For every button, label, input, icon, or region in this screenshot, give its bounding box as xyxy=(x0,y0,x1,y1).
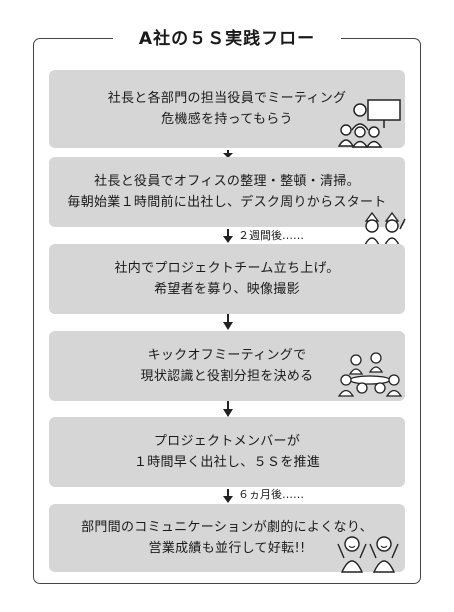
step-3-line-2: 希望者を募り、映像撮影 xyxy=(154,282,300,297)
note-six-months-later: ６ヵ月後…… xyxy=(238,488,304,501)
flow-step-3: 社内でプロジェクトチーム立ち上げ。 希望者を募り、映像撮影 xyxy=(49,244,405,314)
step-2-line-2: 毎朝始業１時間前に出社し、デスク周りからスタート xyxy=(67,195,387,210)
step-4-line-2: 現状認識と役割分担を決める xyxy=(140,369,314,384)
step-1-line-1: 社長と各部門の担当役員でミーティング xyxy=(107,91,347,106)
note-two-weeks-later: ２週間後…… xyxy=(238,229,304,242)
team-meeting-icon xyxy=(337,352,404,402)
step-6-line-1: 部門間のコミュニケーションが劇的によくなり、 xyxy=(81,520,373,535)
arrow-down-icon xyxy=(220,229,236,243)
cleaning-people-icon xyxy=(362,211,406,251)
step-6-line-2: 営業成績も並行して好転!! xyxy=(148,541,306,556)
arrow-down-icon xyxy=(220,150,236,158)
arrow-down-icon xyxy=(220,489,236,503)
step-5-line-2: １時間早く出社し、５Ｓを推進 xyxy=(133,455,321,470)
step-5-line-1: プロジェクトメンバーが xyxy=(153,434,301,449)
step-4-line-1: キックオフミーティングで xyxy=(147,348,307,363)
celebrating-people-icon xyxy=(336,534,402,578)
meeting-people-icon xyxy=(337,98,404,152)
flow-step-4: キックオフミーティングで 現状認識と役割分担を決める xyxy=(49,331,405,401)
step-1-line-2: 危機感を持ってもらう xyxy=(161,112,293,127)
flow-step-5: プロジェクトメンバーが １時間早く出社し、５Ｓを推進 xyxy=(49,417,405,487)
flow-step-2: 社長と役員でオフィスの整理・整頓・清掃。 毎朝始業１時間前に出社し、デスク周りか… xyxy=(49,157,405,227)
flow-step-6: 部門間のコミュニケーションが劇的によくなり、 営業成績も並行して好転!! xyxy=(49,504,405,572)
step-3-line-1: 社内でプロジェクトチーム立ち上げ。 xyxy=(114,261,340,276)
step-2-line-1: 社長と役員でオフィスの整理・整頓・清掃。 xyxy=(94,174,360,189)
arrow-down-icon xyxy=(220,314,236,330)
arrow-down-icon xyxy=(220,401,236,417)
flow-title: A社の５Ｓ実践フロー xyxy=(113,26,341,52)
